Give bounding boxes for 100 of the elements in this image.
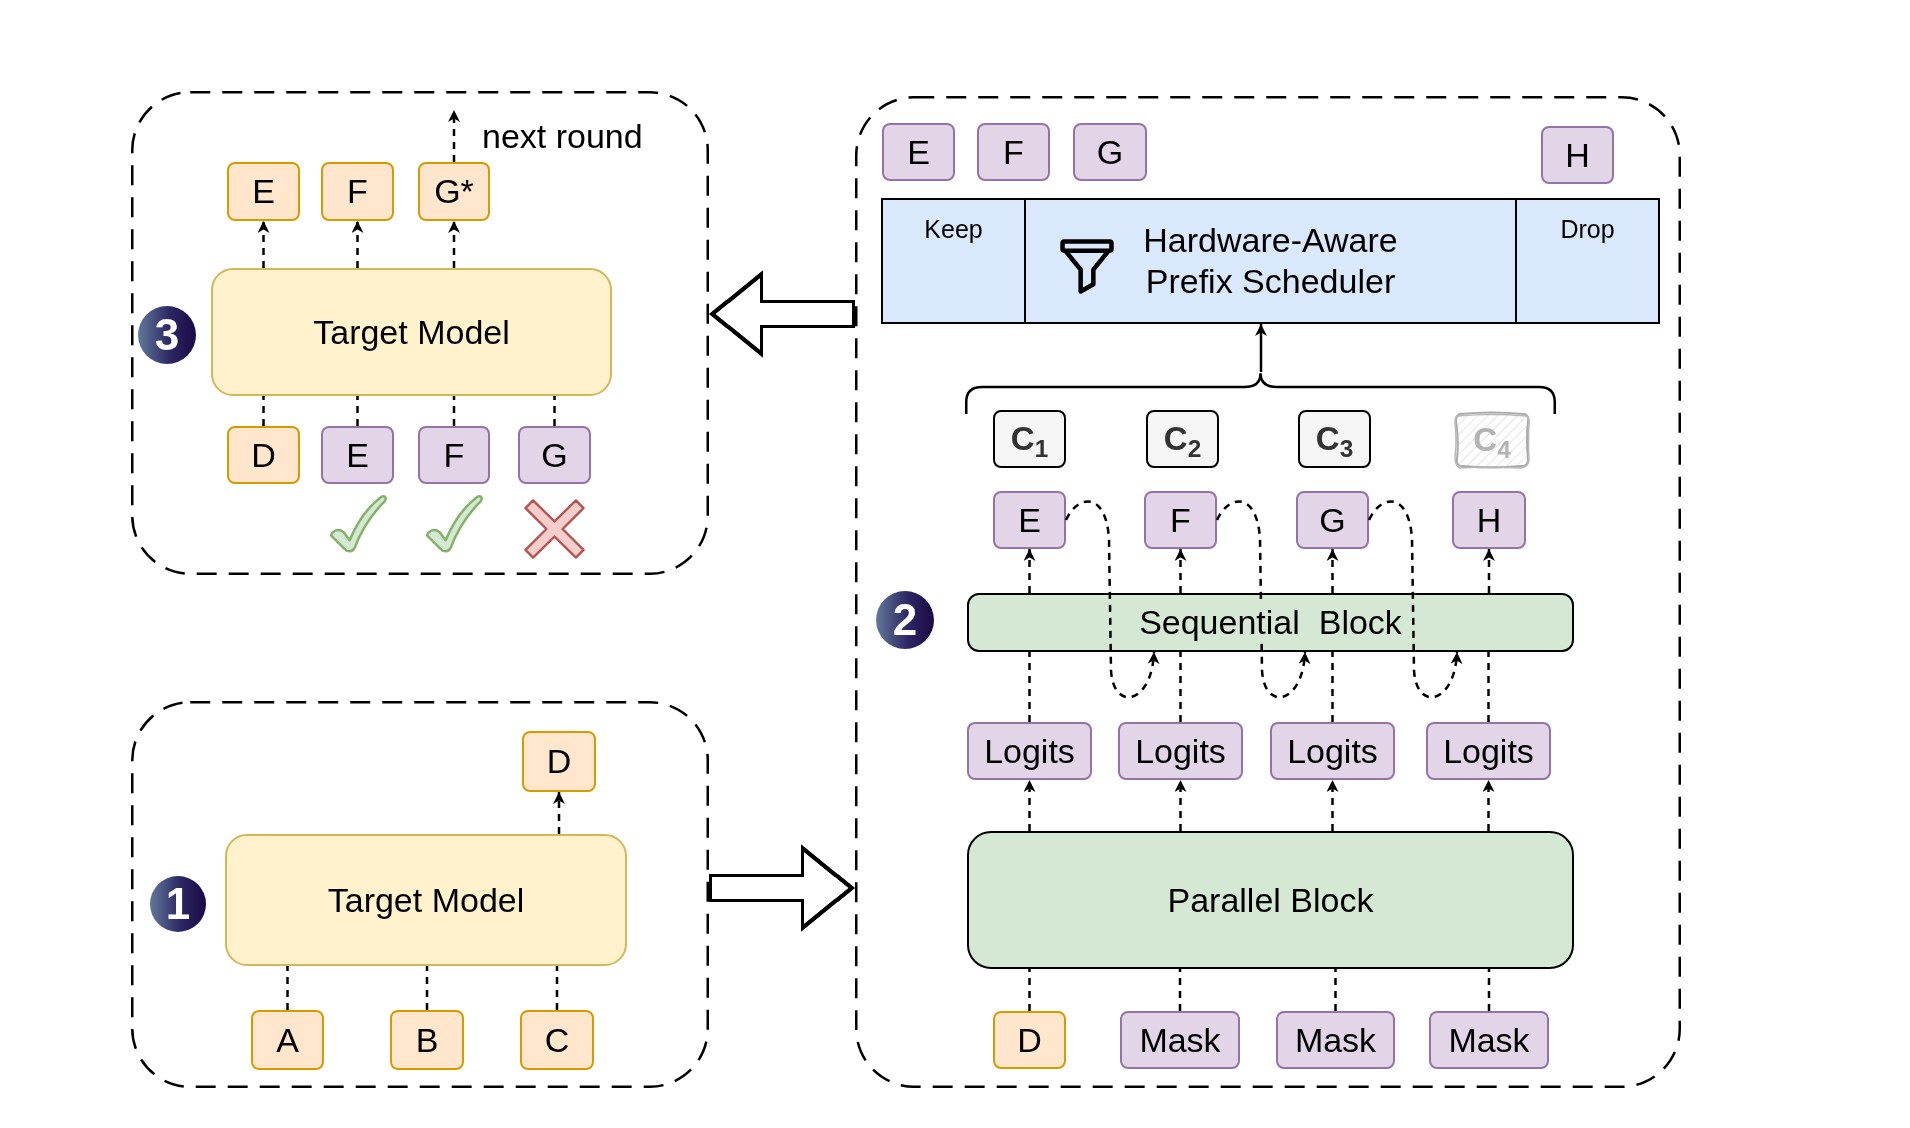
token-box [321,426,394,484]
step-number: 2 [892,598,918,642]
token-box [1429,1011,1549,1069]
dashed-arrow [1326,780,1339,831]
dashed-arrow [1174,549,1187,593]
token-box [1073,123,1147,181]
token-box [1452,491,1526,549]
scheduler-section [881,198,1026,324]
dashed-line [1179,652,1182,722]
step-badge [138,306,196,364]
token-box [518,426,591,484]
token-label: Logits [1287,730,1378,772]
token-box [227,162,300,221]
dashed-panel [131,91,709,575]
dashed-arrow [1215,500,1310,699]
token-label: Logits [1135,730,1226,772]
token-box [1120,1011,1240,1069]
candidate-box [1146,410,1219,468]
token-box [967,722,1092,780]
token-box [520,1010,594,1070]
arrow [1255,324,1267,372]
token-box [1296,491,1369,549]
token-label: G* [434,171,474,212]
token-label: G [1319,499,1346,541]
model-label: Target Model [313,311,510,353]
token-box [1118,722,1243,780]
token-label: Mask [1448,1019,1530,1061]
curly-brace [965,372,1556,414]
dashed-arrow [1482,780,1495,831]
token-label: Mask [1294,1019,1377,1061]
dashed-line [262,396,265,426]
model-label: Target Model [327,879,525,921]
dashed-line [1178,969,1182,1011]
dashed-line [1487,969,1491,1011]
step-badge [876,591,934,649]
dashed-line [1487,652,1490,722]
block-box [967,593,1574,652]
dashed-arrow [1023,549,1036,593]
scheduler-section [1515,198,1660,324]
candidate-label: C$_{4}$ [1473,420,1511,460]
token-box [227,426,300,484]
token-label: F [1170,499,1191,541]
block-box [967,831,1574,969]
dashed-line [553,396,556,426]
token-label: F [1003,131,1024,173]
dashed-line [1028,652,1031,722]
step-badge [150,876,206,932]
token-label: C [544,1019,570,1061]
dashed-arrow [351,221,364,268]
token-box [251,1010,324,1070]
candidate-box [993,410,1066,468]
token-label: G [1096,131,1124,173]
token-label: H [1565,134,1590,176]
token-label: F [347,171,368,212]
token-label: D [251,434,276,476]
block-arrow [709,844,855,932]
token-label: F [443,434,465,476]
dashed-line [1334,969,1337,1011]
dashed-arrow [1483,549,1495,593]
token-box [1144,491,1217,549]
dashed-line [356,396,359,426]
token-box [993,1011,1066,1069]
step-number: 1 [165,882,191,926]
token-label: E [252,171,275,212]
dashed-arrow [1367,500,1462,699]
model-box [225,834,627,966]
token-label: B [415,1019,439,1061]
dashed-line [452,396,456,426]
dashed-line [425,966,429,1010]
dashed-line [1028,969,1031,1011]
candidate-label: C$_{3}$ [1315,419,1354,459]
candidate-box [1453,410,1531,470]
token-box [882,123,955,181]
token-box [321,162,394,221]
scheduler-label: Keep [924,214,983,244]
dashed-line [555,966,559,1010]
dashed-arrow [553,792,565,834]
scheduler-label: Drop [1560,214,1615,244]
token-label: H [1476,499,1502,541]
token-label: E [907,131,930,173]
token-label: G [541,434,568,476]
dashed-arrow [1174,780,1187,831]
token-box [1541,126,1614,184]
block-arrow [709,270,855,358]
token-box [1426,722,1551,780]
token-label: Logits [984,730,1075,772]
token-label: E [1018,499,1041,541]
token-label: E [346,434,369,476]
block-label: Sequential Block [1139,602,1402,643]
dashed-arrow [1023,780,1036,831]
dashed-panel [131,701,709,1088]
candidate-label: C$_{1}$ [1010,419,1049,459]
token-box [977,123,1050,181]
token-label: A [276,1019,299,1061]
dashed-arrow [257,221,270,268]
token-label: D [1017,1019,1042,1061]
scheduler-section [1023,198,1518,324]
token-box [418,162,490,221]
token-label: Logits [1443,730,1534,772]
token-label: D [546,741,572,782]
